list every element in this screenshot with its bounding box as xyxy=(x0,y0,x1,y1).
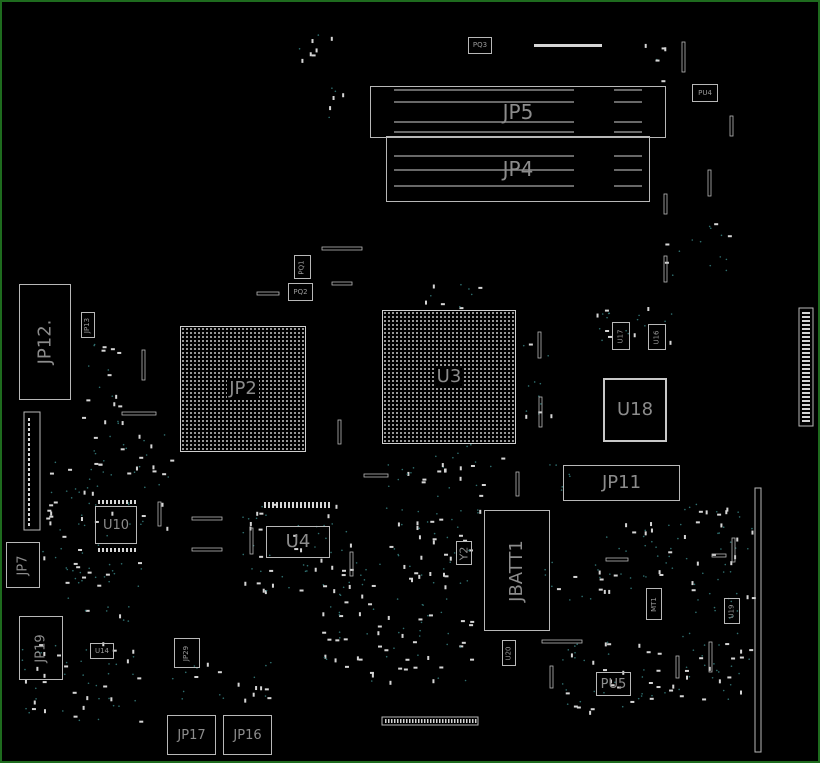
part-pq1-label: PQ1 xyxy=(298,259,306,275)
part-u17-label: U17 xyxy=(616,328,625,344)
crystal-y2[interactable]: Y2 xyxy=(456,541,472,565)
part-u16[interactable]: U16 xyxy=(648,324,666,350)
part-u14[interactable]: U14 xyxy=(90,643,114,659)
part-pq3[interactable]: PQ3 xyxy=(468,37,492,54)
part-mt1-label: MT1 xyxy=(649,596,658,612)
part-u20-label: U20 xyxy=(504,645,513,661)
connector-jp7[interactable]: JP7 xyxy=(6,542,40,588)
connector-jp19[interactable]: JP19 xyxy=(19,616,63,680)
chip-pu5-label: PU5 xyxy=(600,676,627,692)
part-pq3-label: PQ3 xyxy=(472,41,488,49)
part-u19[interactable]: U19 xyxy=(724,598,740,624)
connector-jp5-label: JP5 xyxy=(502,100,534,124)
connector-jp11[interactable]: JP11 xyxy=(563,465,680,501)
connector-jp11-label: JP11 xyxy=(601,472,642,493)
chip-u18-label: U18 xyxy=(616,399,654,420)
chip-jp2[interactable]: JP2 xyxy=(180,326,306,452)
connector-jbatt1-label: JBATT1 xyxy=(505,539,527,602)
part-jp13-label: JP13 xyxy=(83,317,92,333)
chip-u10-label: U10 xyxy=(102,517,130,533)
connector-jp17[interactable]: JP17 xyxy=(167,715,216,755)
connector-jp5[interactable]: JP5 xyxy=(370,86,666,138)
connector-jp12[interactable]: JP12. xyxy=(19,284,71,400)
connector-jp7-label: JP7 xyxy=(15,555,31,575)
connector-jp16[interactable]: JP16 xyxy=(223,715,272,755)
part-pq2[interactable]: PQ2 xyxy=(288,283,313,301)
part-pq1[interactable]: PQ1 xyxy=(294,255,311,279)
chip-pu5[interactable]: PU5 xyxy=(596,672,631,696)
part-jp29[interactable]: JP29 xyxy=(174,638,200,668)
chip-u4[interactable]: U4 xyxy=(266,526,330,558)
part-u20[interactable]: U20 xyxy=(502,640,516,666)
part-jp13[interactable]: JP13 xyxy=(81,312,95,338)
connector-jp4-label: JP4 xyxy=(502,157,534,181)
chip-u10[interactable]: U10 xyxy=(95,506,137,544)
part-u17[interactable]: U17 xyxy=(612,322,630,350)
part-pu4[interactable]: PU4 xyxy=(692,84,718,102)
part-pq2-label: PQ2 xyxy=(293,287,308,296)
chip-u4-label: U4 xyxy=(285,531,311,552)
part-u16-label: U16 xyxy=(652,329,661,345)
part-pu4-label: PU4 xyxy=(698,88,712,97)
chip-u3-label: U3 xyxy=(434,366,464,387)
connector-jp4[interactable]: JP4 xyxy=(386,136,650,202)
part-jp29-label: JP29 xyxy=(182,645,191,661)
chip-u3[interactable]: U3 xyxy=(382,310,516,444)
connector-jp19-label: JP19 xyxy=(33,633,49,663)
chip-jp2-label: JP2 xyxy=(227,378,259,399)
chip-u18[interactable]: U18 xyxy=(603,378,667,442)
part-u14-label: U14 xyxy=(94,646,110,655)
part-u19-label: U19 xyxy=(727,603,736,619)
connector-jp12-label: JP12. xyxy=(33,319,55,365)
part-mt1[interactable]: MT1 xyxy=(646,588,662,620)
connector-jp17-label: JP17 xyxy=(177,727,206,743)
connector-jp16-label: JP16 xyxy=(233,727,262,743)
crystal-y2-label: Y2 xyxy=(457,546,471,560)
connector-jbatt1[interactable]: JBATT1 xyxy=(484,510,550,631)
